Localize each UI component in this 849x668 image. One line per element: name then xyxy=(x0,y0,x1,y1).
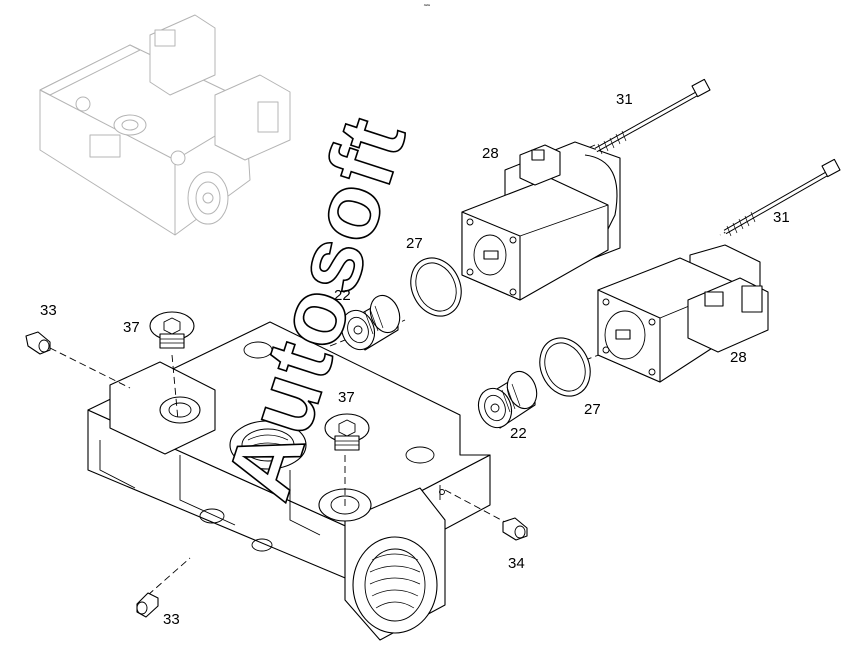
o-ring-upper xyxy=(410,257,462,317)
top-mark: ˜˜ xyxy=(423,3,431,13)
screw-right xyxy=(723,158,841,237)
callout-28-upper: 28 xyxy=(482,145,499,162)
callout-22-lower: 22 xyxy=(510,425,527,442)
pin-right xyxy=(502,517,528,541)
plug-left xyxy=(149,311,195,349)
screw-upper xyxy=(594,78,711,155)
callout-27-upper: 27 xyxy=(406,235,423,252)
valve-body xyxy=(87,321,491,641)
assembled-valve-ghost xyxy=(39,14,291,236)
plug-center xyxy=(324,413,370,451)
cartridge-upper xyxy=(340,294,401,351)
pin-bottom xyxy=(136,592,159,618)
callout-22-upper: 22 xyxy=(334,287,351,304)
callout-27-lower: 27 xyxy=(584,401,601,418)
solenoid-upper xyxy=(461,141,621,301)
callout-37-center: 37 xyxy=(338,389,355,406)
callout-31-right: 31 xyxy=(773,209,790,226)
callout-31-upper: 31 xyxy=(616,91,633,108)
callout-37-left: 37 xyxy=(123,319,140,336)
solenoid-lower xyxy=(597,244,769,383)
callout-28-lower: 28 xyxy=(730,349,747,366)
o-ring-lower xyxy=(539,337,591,397)
pin-top-left xyxy=(25,331,51,355)
cartridge-lower xyxy=(477,370,538,429)
callout-33-bottom: 33 xyxy=(163,611,180,628)
callout-34: 34 xyxy=(508,555,525,572)
callout-33-top: 33 xyxy=(40,302,57,319)
